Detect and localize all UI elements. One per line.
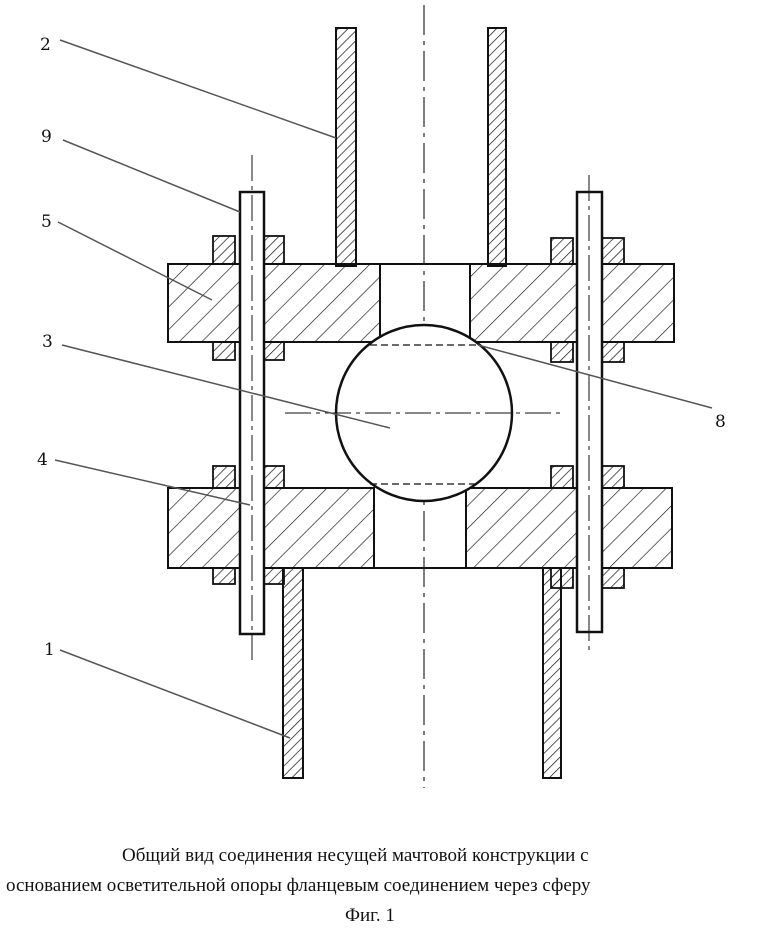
- figure-number: Фиг. 1: [345, 905, 395, 926]
- leader-lines: [54, 39, 713, 739]
- callout-8: 8: [715, 412, 726, 432]
- callout-5: 5: [41, 212, 52, 232]
- caption-line-1: Общий вид соединения несущей мачтовой ко…: [122, 845, 589, 866]
- lower-flange: [167, 487, 673, 569]
- bolt-nuts: [212, 235, 625, 589]
- callout-9: 9: [41, 127, 52, 147]
- callout-2: 2: [40, 35, 51, 55]
- callout-3: 3: [42, 332, 53, 352]
- callout-1: 1: [44, 640, 55, 660]
- bolts: [238, 155, 604, 660]
- upper-mast-tube: [335, 27, 507, 267]
- callout-4: 4: [37, 450, 48, 470]
- caption-line-2: основанием осветительной опоры фланцевым…: [6, 875, 591, 896]
- sphere: [285, 323, 565, 503]
- lower-base-tube: [282, 567, 562, 779]
